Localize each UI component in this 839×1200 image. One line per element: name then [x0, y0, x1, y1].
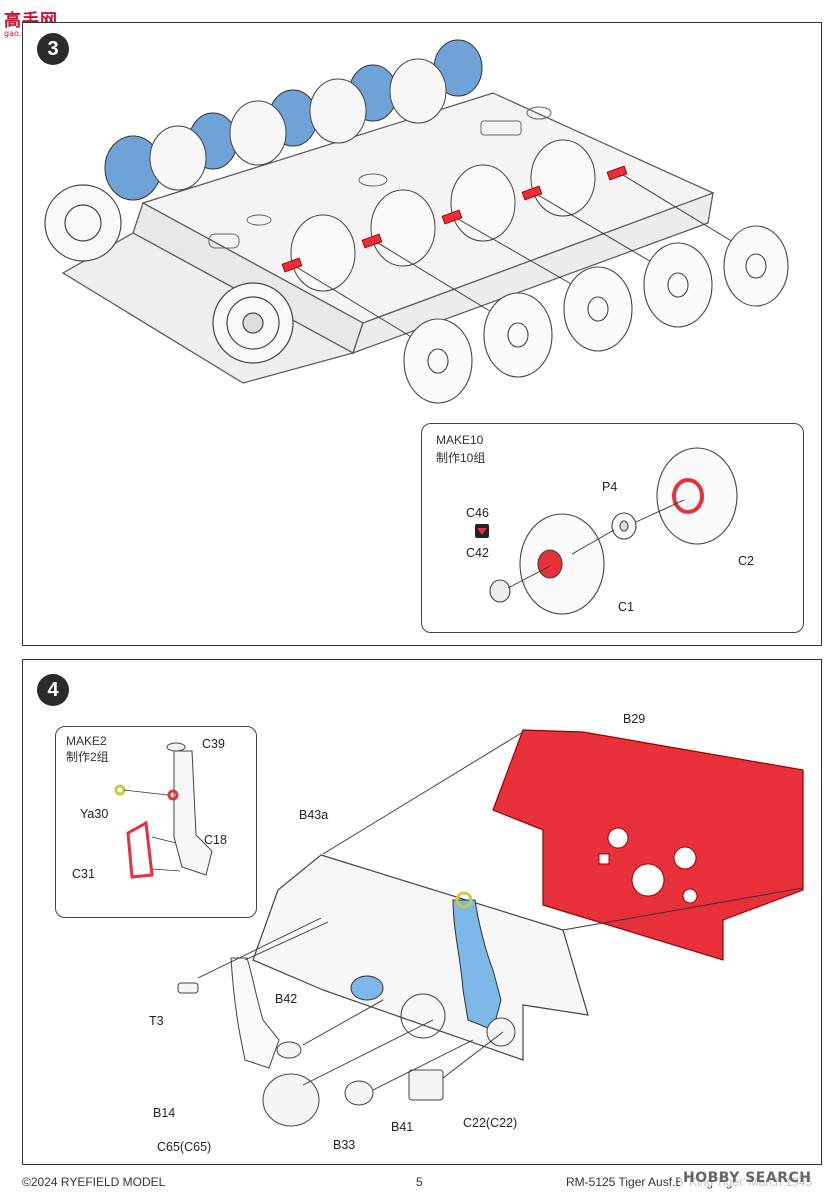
label-c46: C46 — [466, 506, 489, 520]
footer-copyright: ©2024 RYEFIELD MODEL — [22, 1175, 166, 1189]
label-c42: C42 — [466, 546, 489, 560]
label-c18: C18 — [204, 833, 227, 847]
mounted-road-wheels — [290, 139, 596, 292]
label-t3: T3 — [149, 1014, 164, 1028]
c22-part — [408, 1069, 444, 1101]
label-b14: B14 — [153, 1106, 176, 1120]
make2-drawing — [114, 742, 213, 879]
label-b41: B41 — [391, 1120, 414, 1134]
flange-blue-1 — [350, 975, 384, 1001]
hobbysearch-watermark: HOBBY SEARCH — [680, 1170, 815, 1186]
step-3-panel: 3 — [22, 22, 822, 646]
step-4-badge: 4 — [37, 674, 69, 706]
make10-drawing — [475, 447, 738, 615]
label-b29: B29 — [623, 712, 646, 726]
label-c1: C1 — [618, 600, 634, 614]
assembly-lines — [297, 174, 739, 339]
make10-subtitle: 制作10组 — [436, 451, 486, 465]
make2-subtitle: 制作2组 — [66, 750, 109, 764]
t3-part — [177, 982, 199, 994]
label-c65: C65(C65) — [157, 1140, 212, 1154]
label-c31: C31 — [72, 867, 95, 881]
b29-plate — [492, 729, 804, 961]
label-c2: C2 — [738, 554, 754, 568]
c46-arrow-icon — [475, 524, 489, 538]
label-b42: B42 — [275, 992, 298, 1006]
loose-road-wheels — [403, 225, 789, 404]
step-4-panel: 4 — [22, 659, 822, 1165]
outer-road-wheels-back — [149, 58, 447, 191]
label-b43a: B43a — [299, 808, 329, 822]
b41-part — [344, 1080, 374, 1106]
label-ya30: Ya30 — [80, 807, 109, 821]
make2-title: MAKE2 — [66, 734, 107, 748]
label-b33: B33 — [333, 1138, 356, 1152]
make10-callout: MAKE10 制作10组 C46 C42 P — [421, 423, 804, 633]
hull-hatches — [208, 106, 552, 249]
step-4-drawing — [177, 729, 804, 1127]
step-3-drawing — [44, 39, 789, 404]
make2-callout: MAKE2 制作2组 C39 Ya30 C18 C31 — [55, 726, 257, 918]
b43a-plate — [252, 854, 589, 1061]
drive-sprocket — [44, 184, 294, 364]
make10-title: MAKE10 — [436, 433, 484, 447]
b33-part — [262, 1073, 320, 1127]
b42-part — [276, 1041, 302, 1059]
red-axles — [281, 165, 628, 273]
footer-page-number: 5 — [416, 1175, 423, 1189]
label-p4: P4 — [602, 480, 618, 494]
step-3-badge: 3 — [37, 33, 69, 65]
label-c39: C39 — [202, 737, 225, 751]
exhaust-pipe-grey — [230, 957, 280, 1069]
label-c22: C22(C22) — [463, 1116, 518, 1130]
